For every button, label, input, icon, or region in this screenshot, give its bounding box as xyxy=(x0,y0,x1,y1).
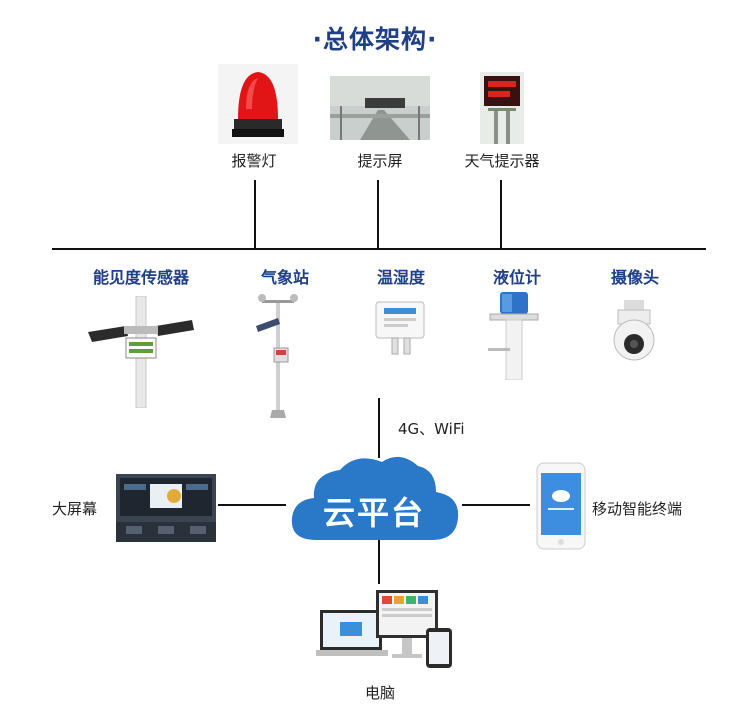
page-title: ·总体架构· xyxy=(312,25,438,54)
highway-screen-label: 提示屏 xyxy=(357,152,403,170)
connection-label: 4G、WiFi xyxy=(398,420,465,438)
bottom-link-line xyxy=(378,540,380,584)
screen-drop-line xyxy=(377,180,379,249)
visibility-sensor-icon xyxy=(86,296,196,408)
left-link-line xyxy=(218,504,286,506)
weather-station-icon xyxy=(248,292,308,420)
dome-camera-label: 摄像头 xyxy=(610,268,659,287)
weather-station-label: 气象站 xyxy=(260,268,309,287)
alarm-light-icon xyxy=(218,64,298,144)
temp-humidity-label: 温湿度 xyxy=(376,268,425,287)
alarm-light-label: 报警灯 xyxy=(231,152,277,170)
alarm-drop-line xyxy=(254,180,256,249)
weather-display-icon xyxy=(480,72,524,144)
right-link-line xyxy=(462,504,530,506)
cloud-platform-label: 云平台 xyxy=(322,494,425,532)
sensor-bus-line xyxy=(52,248,706,250)
weather-drop-line xyxy=(500,180,502,249)
temp-humidity-sensor-icon xyxy=(372,296,428,358)
level-gauge-icon xyxy=(486,292,542,380)
smartphone-label: 移动智能终端 xyxy=(592,500,683,518)
dome-camera-icon xyxy=(610,300,658,364)
uplink-line xyxy=(378,398,380,458)
computer-label: 电脑 xyxy=(364,684,395,702)
weather-display-label: 天气提示器 xyxy=(464,152,540,170)
cloud-platform-icon xyxy=(286,456,462,542)
visibility-sensor-label: 能见度传感器 xyxy=(92,268,189,287)
computer-devices-icon xyxy=(316,584,464,672)
big-screen-photo xyxy=(116,474,216,542)
smartphone-icon xyxy=(536,462,586,550)
big-screen-label: 大屏幕 xyxy=(52,500,98,518)
level-gauge-label: 液位计 xyxy=(492,268,541,287)
highway-sign-photo xyxy=(330,76,430,140)
